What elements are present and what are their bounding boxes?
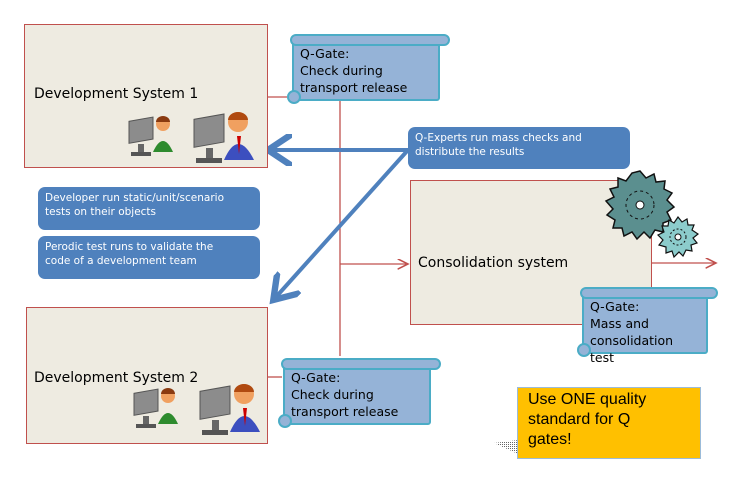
qgate-dev2-scroll[interactable]: Q-Gate: Check during transport release [278, 358, 441, 428]
callout-text: gates! [528, 431, 572, 448]
callout-text: Use ONE quality [528, 391, 647, 408]
gears-icon [604, 170, 700, 259]
info-text: distribute the results [415, 146, 525, 158]
developer-workstation-icon [133, 388, 178, 428]
info-text: Developer run static/unit/scenario [45, 192, 225, 204]
developer-workstation-icon [193, 112, 254, 163]
qgate-text: transport release [291, 404, 399, 419]
developer-tests-box[interactable]: Developer run static/unit/scenario tests… [38, 187, 260, 230]
qgate-text: Mass and [590, 316, 649, 331]
developer-workstation-icon [128, 116, 173, 156]
qgate-dev1-scroll[interactable]: Q-Gate: Check during transport release [287, 34, 450, 104]
callout-text: standard for Q [528, 411, 631, 428]
arrow-to-dev2 [276, 148, 410, 297]
qgate-text: transport release [300, 80, 408, 95]
dev-system-1-box[interactable] [24, 24, 268, 168]
quality-standard-callout[interactable]: Use ONE quality standard for Q gates! [517, 387, 701, 459]
info-text: tests on their objects [45, 206, 157, 218]
dev-system-2-label: Development System 2 [34, 370, 199, 386]
qexperts-box[interactable]: Q-Experts run mass checks and distribute… [408, 127, 630, 169]
periodic-tests-box[interactable]: Perodic test runs to validate the code o… [38, 236, 260, 279]
qgate-consolidation-scroll[interactable]: Q-Gate: Mass and consolidation test [577, 287, 718, 365]
callout-pointer [494, 440, 518, 454]
info-text: Perodic test runs to validate the [45, 241, 214, 253]
qgate-text: consolidation test [590, 333, 674, 365]
qgate-text: Q-Gate: [291, 370, 341, 385]
developer-workstation-icon [199, 384, 260, 435]
info-text: Q-Experts run mass checks and [415, 132, 582, 144]
info-text: code of a development team [45, 255, 197, 267]
qgate-text: Check during [300, 63, 383, 78]
dev-system-1-label: Development System 1 [34, 86, 199, 102]
qgate-text: Check during [291, 387, 374, 402]
qgate-text: Q-Gate: [590, 299, 640, 314]
qgate-text: Q-Gate: [300, 46, 350, 61]
consolidation-system-label: Consolidation system [418, 255, 569, 271]
